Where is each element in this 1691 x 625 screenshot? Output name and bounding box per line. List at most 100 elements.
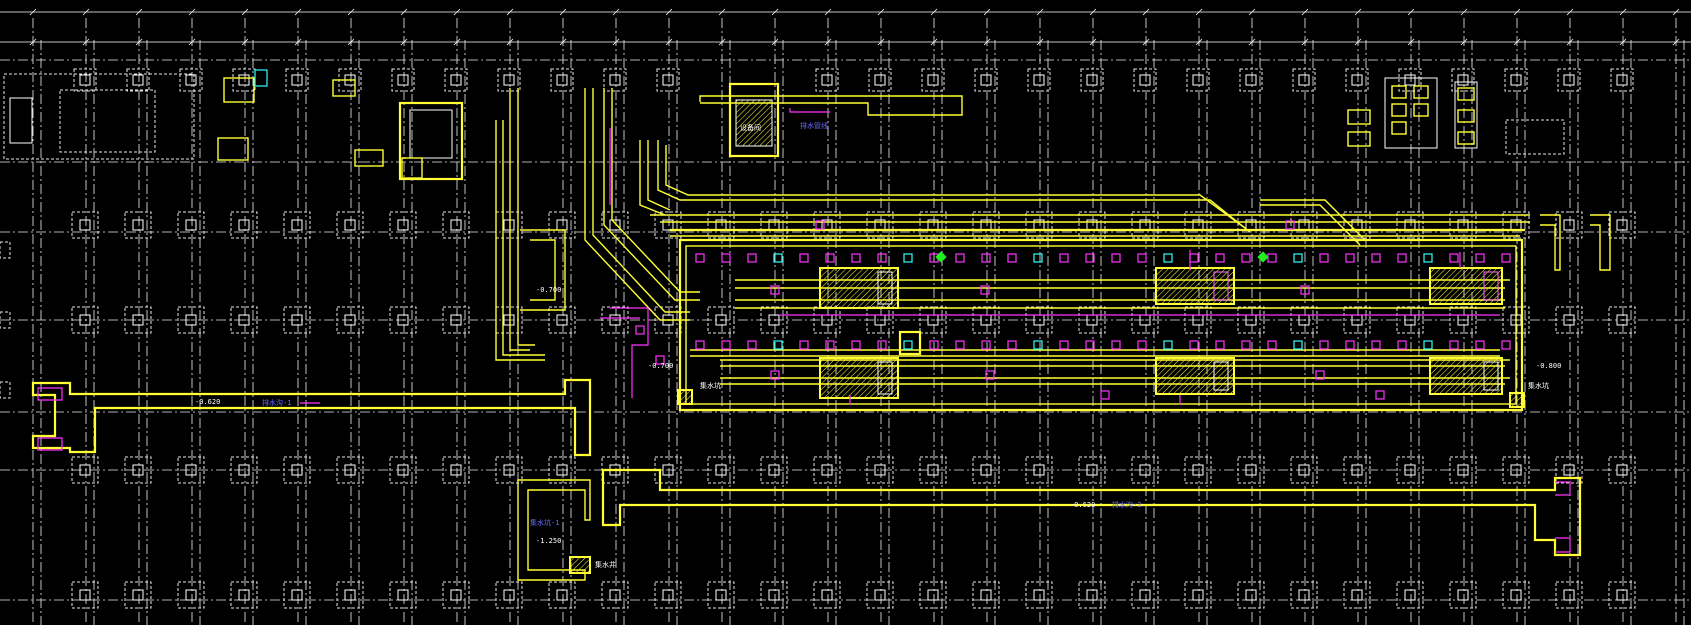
column-footing (1555, 211, 1583, 239)
column-core (291, 464, 303, 476)
bottom-level-label: -1.250 (536, 537, 561, 545)
column-footing (813, 581, 841, 609)
column-footing (1025, 581, 1053, 609)
column-footing (1502, 581, 1530, 609)
pipe-fitting (903, 253, 913, 263)
column-core (1086, 464, 1098, 476)
pipe-fitting (721, 340, 731, 350)
column-footing (1449, 581, 1477, 609)
column-footing (1184, 211, 1212, 239)
column-core (609, 74, 621, 86)
dimension-tick (877, 38, 885, 46)
column-footing (442, 306, 470, 334)
pipe-fitting (1293, 253, 1303, 263)
column-footing (974, 68, 998, 92)
column-core (1510, 589, 1522, 601)
column-footing (126, 68, 150, 92)
dimension-lines (0, 8, 1691, 46)
column-footings (0, 68, 1636, 609)
column-footing (389, 306, 417, 334)
column-core (927, 464, 939, 476)
column-core (238, 314, 250, 326)
dimension-tick (135, 8, 143, 16)
column-footing (1237, 456, 1265, 484)
column-footing (1343, 306, 1371, 334)
column-core (662, 464, 674, 476)
column-core (1457, 589, 1469, 601)
pipe-fitting (1371, 340, 1381, 350)
column-core (1563, 74, 1575, 86)
pipe-fitting (1215, 253, 1225, 263)
pipe-fitting (1163, 253, 1173, 263)
dimension-tick (188, 38, 196, 46)
column-core (768, 464, 780, 476)
dimension-tick (1672, 8, 1680, 16)
pipe-fitting (1241, 340, 1251, 350)
pipe-fitting (1319, 340, 1329, 350)
pipe-fitting (799, 340, 809, 350)
column-footing (1396, 581, 1424, 609)
column-core (1563, 314, 1575, 326)
column-footing (601, 581, 629, 609)
column-core (821, 589, 833, 601)
column-core (662, 589, 674, 601)
pipe-fitting (815, 220, 825, 230)
column-footing (283, 581, 311, 609)
green-valve-markers (935, 251, 1269, 263)
pit-c-label: 集水井 (595, 560, 616, 569)
pipe-fitting (1475, 340, 1485, 350)
column-core (556, 219, 568, 231)
dimension-tick (983, 38, 991, 46)
pipe-fitting (1371, 253, 1381, 263)
column-footing (815, 68, 839, 92)
column-core (1351, 74, 1363, 86)
bottom-center-level-label: -0.620 (1070, 501, 1095, 509)
column-core (503, 219, 515, 231)
bottom-drain-trench (517, 468, 1582, 581)
pit-a-label: 集水坑 (700, 381, 721, 390)
column-footing (1451, 68, 1475, 92)
pipe-fitting (1241, 253, 1251, 263)
top-note-label: 排水管线 (800, 121, 828, 130)
top-room-label: 设备间 (740, 123, 761, 132)
dimension-tick (1460, 38, 1468, 46)
column-footing (866, 456, 894, 484)
column-footing (654, 211, 682, 239)
column-footing (0, 311, 11, 329)
column-core (185, 74, 197, 86)
column-footing (1186, 68, 1210, 92)
bottom-trench-label: 排水沟-2 (1112, 500, 1141, 509)
pipe-fitting (1007, 340, 1017, 350)
dimension-tick (983, 8, 991, 16)
dimension-tick (29, 38, 37, 46)
column-core (1616, 74, 1628, 86)
pipe-fitting (721, 253, 731, 263)
pipe-fitting (1267, 253, 1277, 263)
right-level-label: -0.800 (1536, 362, 1561, 370)
column-footing (71, 211, 99, 239)
column-footing (1078, 456, 1106, 484)
column-core (238, 589, 250, 601)
column-core (768, 314, 780, 326)
dimension-tick (1672, 38, 1680, 46)
column-core (768, 589, 780, 601)
dimension-tick (877, 8, 885, 16)
dimension-tick (1248, 8, 1256, 16)
column-footing (495, 456, 523, 484)
column-footing (1449, 456, 1477, 484)
column-footing (442, 581, 470, 609)
pipe-fitting (1189, 340, 1199, 350)
column-footing (760, 306, 788, 334)
column-footing (548, 456, 576, 484)
pipe-fitting (1397, 340, 1407, 350)
dimension-tick (1089, 8, 1097, 16)
pipe-fitting (773, 340, 783, 350)
dimension-tick (824, 38, 832, 46)
equipment-pads (677, 267, 1525, 408)
pipe-fitting (1475, 253, 1485, 263)
column-core (1033, 74, 1045, 86)
column-footing (707, 306, 735, 334)
column-footing (548, 581, 576, 609)
dimension-tick (771, 38, 779, 46)
